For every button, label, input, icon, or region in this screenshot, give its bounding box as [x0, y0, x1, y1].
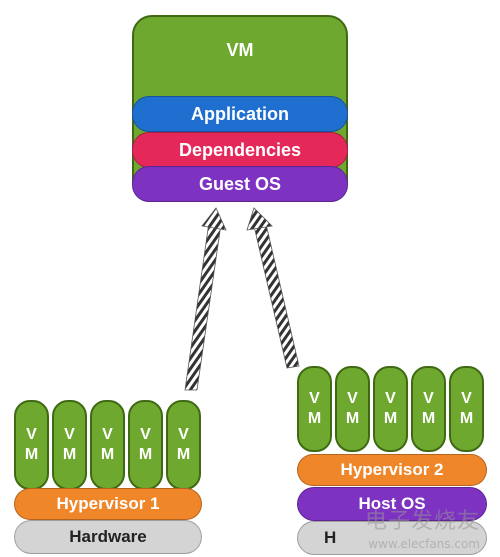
host-os: Host OS	[297, 487, 487, 521]
application-layer: Application	[132, 96, 348, 132]
right-vm-cell-letter: M	[383, 410, 398, 427]
hardware-right-label: H	[324, 528, 337, 547]
arrow-left-to-vm	[184, 207, 227, 391]
top-vm-title: VM	[226, 40, 254, 60]
right-vm-cell-letter: V	[423, 390, 434, 407]
left-vm-cell-letter: M	[100, 446, 115, 463]
left-vm-cell-letter: V	[140, 426, 151, 443]
left-vm-cell-letter: V	[178, 426, 189, 443]
right-vm-cell-letter: V	[309, 390, 320, 407]
right-vm-cell-letter: V	[385, 390, 396, 407]
watermark-url: www.elecfans.com	[368, 537, 480, 551]
right-vm-cell-letter: M	[459, 410, 474, 427]
right-vm-cell-letter: V	[347, 390, 358, 407]
left-vm-cell-letter: V	[102, 426, 113, 443]
right-vm-cell-letter: M	[421, 410, 436, 427]
left-vm-cell-letter: M	[24, 446, 39, 463]
arrow-right-to-vm	[246, 207, 300, 369]
dependencies-layer: Dependencies	[132, 132, 348, 168]
right-vm-cell-letter: M	[345, 410, 360, 427]
hypervisor-2: Hypervisor 2	[297, 454, 487, 486]
guest-os-layer: Guest OS	[132, 166, 348, 202]
hardware-left: Hardware	[14, 520, 202, 554]
watermark-brand: 电子发烧友	[364, 509, 480, 534]
left-vm-cell-letter: M	[176, 446, 191, 463]
left-vm-cell-letter: M	[138, 446, 153, 463]
right-vm-cell-letter: M	[307, 410, 322, 427]
right-vm-cell-letter: V	[461, 390, 472, 407]
left-vm-cell-letter: M	[62, 446, 77, 463]
hypervisor-1: Hypervisor 1	[14, 488, 202, 520]
left-vm-cell-letter: V	[26, 426, 37, 443]
hardware-right: H	[297, 521, 487, 555]
left-vm-cell-letter: V	[64, 426, 75, 443]
